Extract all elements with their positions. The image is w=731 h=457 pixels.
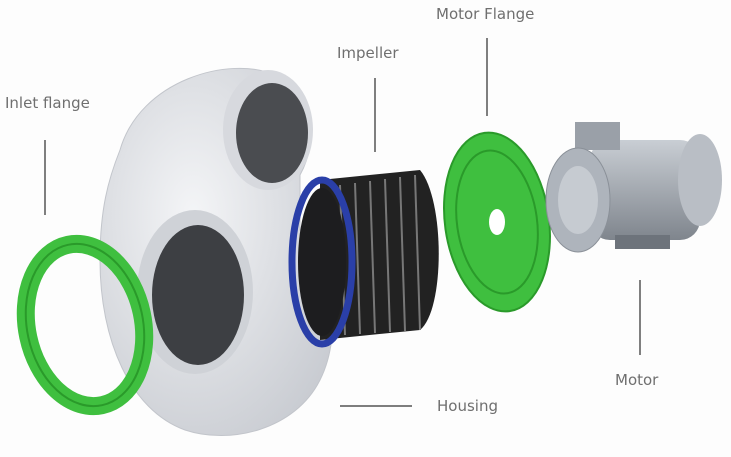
leader-lines bbox=[44, 38, 641, 407]
label-impeller: Impeller bbox=[337, 44, 399, 62]
impeller-blue-ring bbox=[288, 176, 356, 348]
label-housing: Housing bbox=[437, 397, 498, 415]
housing bbox=[99, 67, 334, 436]
motor-terminal-box bbox=[575, 122, 620, 150]
motor-flange bbox=[443, 131, 551, 313]
housing-inlet-opening bbox=[152, 225, 244, 365]
impeller bbox=[288, 170, 439, 348]
inlet-flange bbox=[16, 234, 154, 416]
motor bbox=[545, 122, 722, 253]
motor-flange-center-hole bbox=[489, 209, 505, 235]
label-inlet-flange: Inlet flange bbox=[5, 94, 90, 112]
label-motor: Motor bbox=[615, 371, 659, 389]
label-motor-flange: Motor Flange bbox=[436, 5, 535, 23]
